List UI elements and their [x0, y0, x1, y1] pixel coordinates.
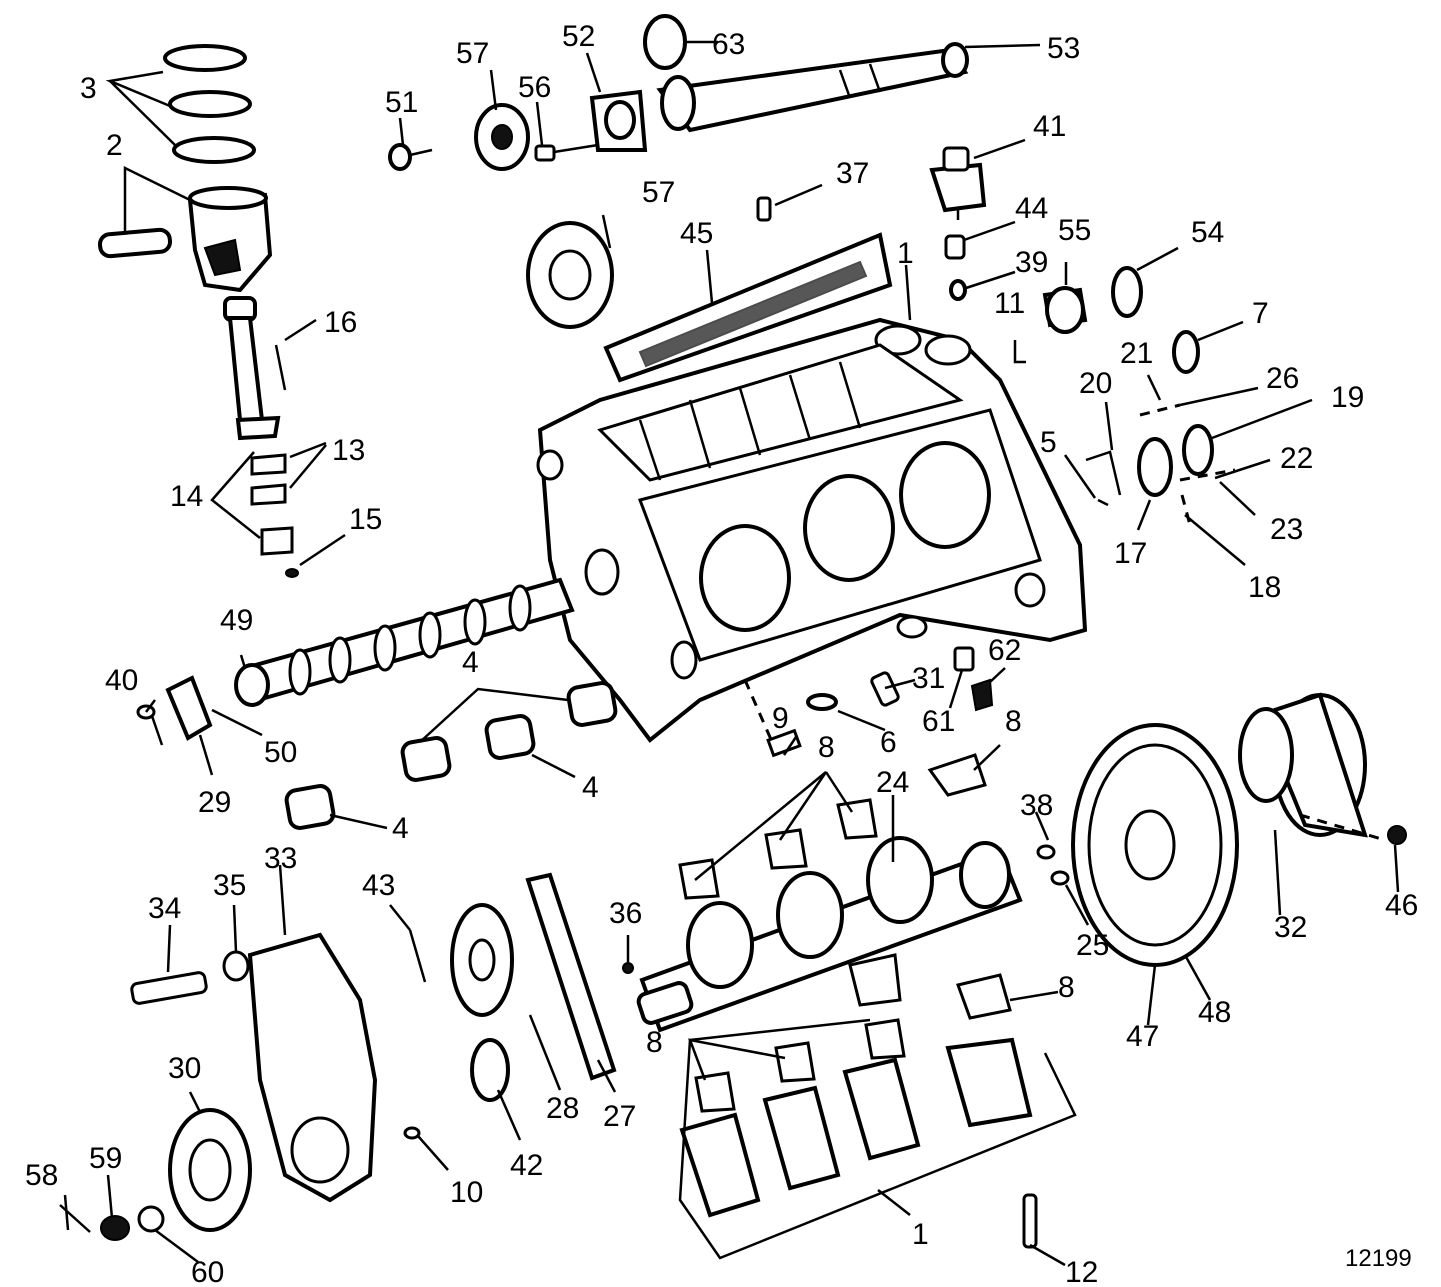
- callout-49: 49: [220, 604, 253, 637]
- harmonic-damper: [59, 1108, 252, 1241]
- callout-51: 51: [385, 86, 418, 119]
- timing-gear-and-rail: [526, 196, 893, 383]
- callout-42: 42: [510, 1149, 543, 1182]
- callout-31: 31: [912, 662, 945, 695]
- callout-33: 33: [264, 842, 297, 875]
- callout-5: 5: [1040, 426, 1057, 459]
- callout-19: 19: [1331, 381, 1364, 414]
- callout-1-top: 1: [897, 237, 914, 270]
- callout-4-a: 4: [462, 646, 479, 679]
- main-bearing-inserts: [678, 753, 1012, 1113]
- callout-24: 24: [876, 766, 909, 799]
- callout-39: 39: [1015, 246, 1048, 279]
- callout-61: 61: [922, 705, 955, 738]
- callout-62: 62: [988, 634, 1021, 667]
- callout-labels: 3 2 51 57 56 52 63 53 41 37 57 45 44 55 …: [25, 20, 1418, 1287]
- callout-4-c: 4: [392, 812, 409, 845]
- callout-20: 20: [1079, 367, 1112, 400]
- callout-15: 15: [349, 503, 382, 536]
- figure-id: 12199: [1345, 1245, 1412, 1272]
- engine-block: [536, 317, 1088, 743]
- callout-30: 30: [168, 1052, 201, 1085]
- callout-8-a: 8: [1005, 705, 1022, 738]
- callout-58: 58: [25, 1159, 58, 1192]
- callout-55: 55: [1058, 214, 1091, 247]
- drive-coupler: [1238, 692, 1407, 845]
- callout-3: 3: [80, 72, 97, 105]
- callout-52: 52: [562, 20, 595, 53]
- callout-41: 41: [1033, 110, 1066, 143]
- callout-8-d: 8: [646, 1026, 663, 1059]
- callout-47: 47: [1126, 1020, 1159, 1053]
- callout-23: 23: [1270, 513, 1303, 546]
- crankshaft: [636, 836, 1023, 1033]
- callout-37: 37: [836, 157, 869, 190]
- callout-44: 44: [1015, 192, 1048, 225]
- callout-53: 53: [1047, 32, 1080, 65]
- connecting-rod: [223, 296, 299, 578]
- callout-56: 56: [518, 71, 551, 104]
- leader-lines: [63, 40, 1400, 1267]
- callout-11: 11: [994, 287, 1025, 320]
- callout-26: 26: [1266, 362, 1299, 395]
- block-bottom-parts: [743, 646, 994, 761]
- parts-artwork: [59, 14, 1407, 1249]
- callout-6: 6: [880, 726, 897, 759]
- callout-48: 48: [1198, 996, 1231, 1029]
- rear-seal-parts: [1085, 403, 1236, 526]
- front-cover: [130, 929, 427, 1203]
- timing-sprockets-and-chain: [403, 872, 634, 1140]
- callout-57-top: 57: [456, 37, 489, 70]
- callout-7: 7: [1252, 297, 1269, 330]
- callout-54: 54: [1191, 216, 1224, 249]
- callout-25: 25: [1076, 929, 1109, 962]
- flywheel: [1036, 723, 1239, 967]
- callout-45: 45: [680, 217, 713, 250]
- callout-18: 18: [1248, 571, 1281, 604]
- callout-63: 63: [712, 28, 745, 61]
- callout-32: 32: [1274, 911, 1307, 944]
- callout-27: 27: [603, 1100, 636, 1133]
- callout-36: 36: [609, 897, 642, 930]
- piston-rings: [163, 44, 256, 164]
- callout-16: 16: [324, 306, 357, 339]
- callout-60: 60: [191, 1256, 224, 1287]
- callout-10: 10: [450, 1176, 483, 1209]
- callout-40: 40: [105, 664, 138, 697]
- callout-38: 38: [1020, 789, 1053, 822]
- callout-13: 13: [332, 434, 365, 467]
- callout-1-bottom: 1: [912, 1218, 929, 1251]
- callout-43: 43: [362, 869, 395, 902]
- camshaft: [234, 577, 575, 707]
- callout-46: 46: [1385, 889, 1418, 922]
- callout-57-mid: 57: [642, 176, 675, 209]
- callout-59: 59: [89, 1142, 122, 1175]
- callout-21: 21: [1120, 337, 1153, 370]
- callout-2: 2: [106, 129, 123, 162]
- callout-8-c: 8: [1058, 971, 1075, 1004]
- sensor-and-bearings: [929, 146, 1200, 374]
- callout-28: 28: [546, 1092, 579, 1125]
- callout-50: 50: [264, 736, 297, 769]
- callout-14: 14: [170, 480, 203, 513]
- callout-34: 34: [148, 892, 181, 925]
- callout-29: 29: [198, 786, 231, 819]
- piston: [98, 186, 273, 293]
- top-parts: [388, 14, 969, 171]
- callout-35: 35: [213, 869, 246, 902]
- callout-22: 22: [1280, 442, 1313, 475]
- callout-17: 17: [1114, 537, 1147, 570]
- callout-12: 12: [1065, 1256, 1098, 1287]
- cam-bearings: [136, 675, 618, 830]
- main-bearing-caps: [679, 1037, 1038, 1249]
- callout-4-b: 4: [582, 771, 599, 804]
- callout-9: 9: [772, 702, 789, 735]
- callout-8-b: 8: [818, 731, 835, 764]
